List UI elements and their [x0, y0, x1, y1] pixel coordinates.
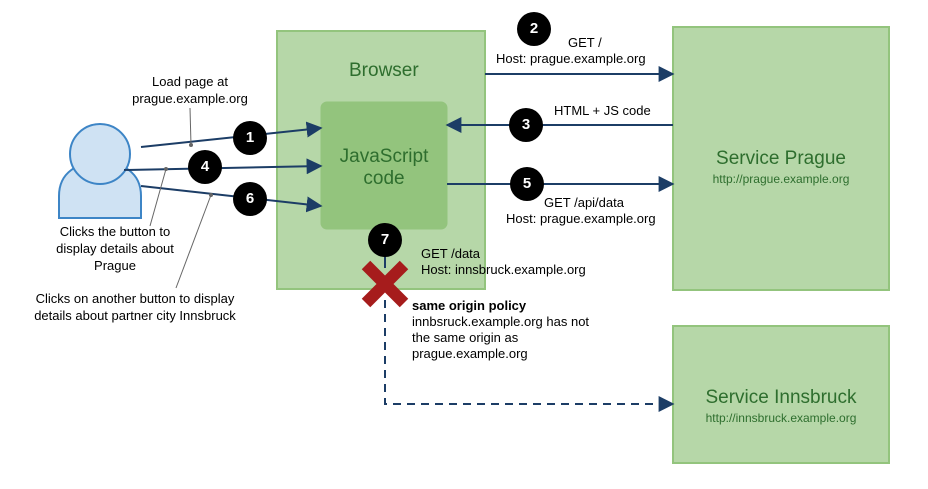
request-2-line2: Host: prague.example.org: [496, 51, 646, 66]
request-5-line1: GET /api/data: [544, 195, 624, 210]
step-badge-2: 2: [517, 12, 551, 46]
callout-load: [189, 107, 192, 146]
arrow-step-1: [140, 121, 323, 148]
step-badge-7: 7: [368, 223, 402, 257]
callout-click2: [175, 194, 212, 289]
service-innsbruck-title: Service Innsbruck: [705, 387, 857, 408]
note-load-line2: prague.example.org: [132, 91, 248, 106]
request-5-line2: Host: prague.example.org: [506, 211, 656, 226]
javascript-label-line1: JavaScript: [339, 146, 429, 167]
note-click1-line2: display details about: [56, 241, 174, 256]
javascript-label-line2: code: [363, 168, 405, 189]
request-2-line1: GET /: [568, 35, 602, 50]
response-3-label: HTML + JS code: [554, 103, 651, 118]
service-innsbruck-url: http://innsbruck.example.org: [705, 411, 857, 425]
service-innsbruck-box: [672, 325, 890, 464]
policy-title: same origin policy: [412, 298, 527, 313]
note-click1-line1: Clicks the button to: [59, 224, 171, 239]
arrow-step-4: [123, 158, 323, 175]
step-badge-3: 3: [509, 108, 543, 142]
step-badge-4: 4: [188, 150, 222, 184]
note-click1-line3: Prague: [94, 258, 136, 273]
policy-line3: prague.example.org: [412, 346, 528, 361]
browser-title: Browser: [349, 60, 419, 81]
blocked-request-path: [384, 300, 675, 412]
blocked-cross-icon: [361, 260, 409, 308]
step-badge-6: 6: [233, 182, 267, 216]
request-7-line2: Host: innsbruck.example.org: [421, 262, 586, 277]
service-prague-title: Service Prague: [716, 148, 846, 169]
step-badge-5: 5: [510, 167, 544, 201]
policy-line2: the same origin as: [412, 330, 519, 345]
callout-click1: [149, 168, 167, 227]
arrow-step-6: [140, 185, 323, 213]
policy-line1: innbsruck.example.org has not: [412, 314, 590, 329]
note-click2-line1: Clicks on another button to display: [35, 291, 235, 306]
note-click2-line2: details about partner city Innsbruck: [34, 308, 236, 323]
service-prague-box: [672, 26, 890, 291]
service-prague-url: http://prague.example.org: [712, 172, 850, 186]
step-badge-1: 1: [233, 121, 267, 155]
request-7-line1: GET /data: [421, 246, 481, 261]
user-icon: [58, 123, 142, 219]
note-load-line1: Load page at: [152, 74, 228, 89]
